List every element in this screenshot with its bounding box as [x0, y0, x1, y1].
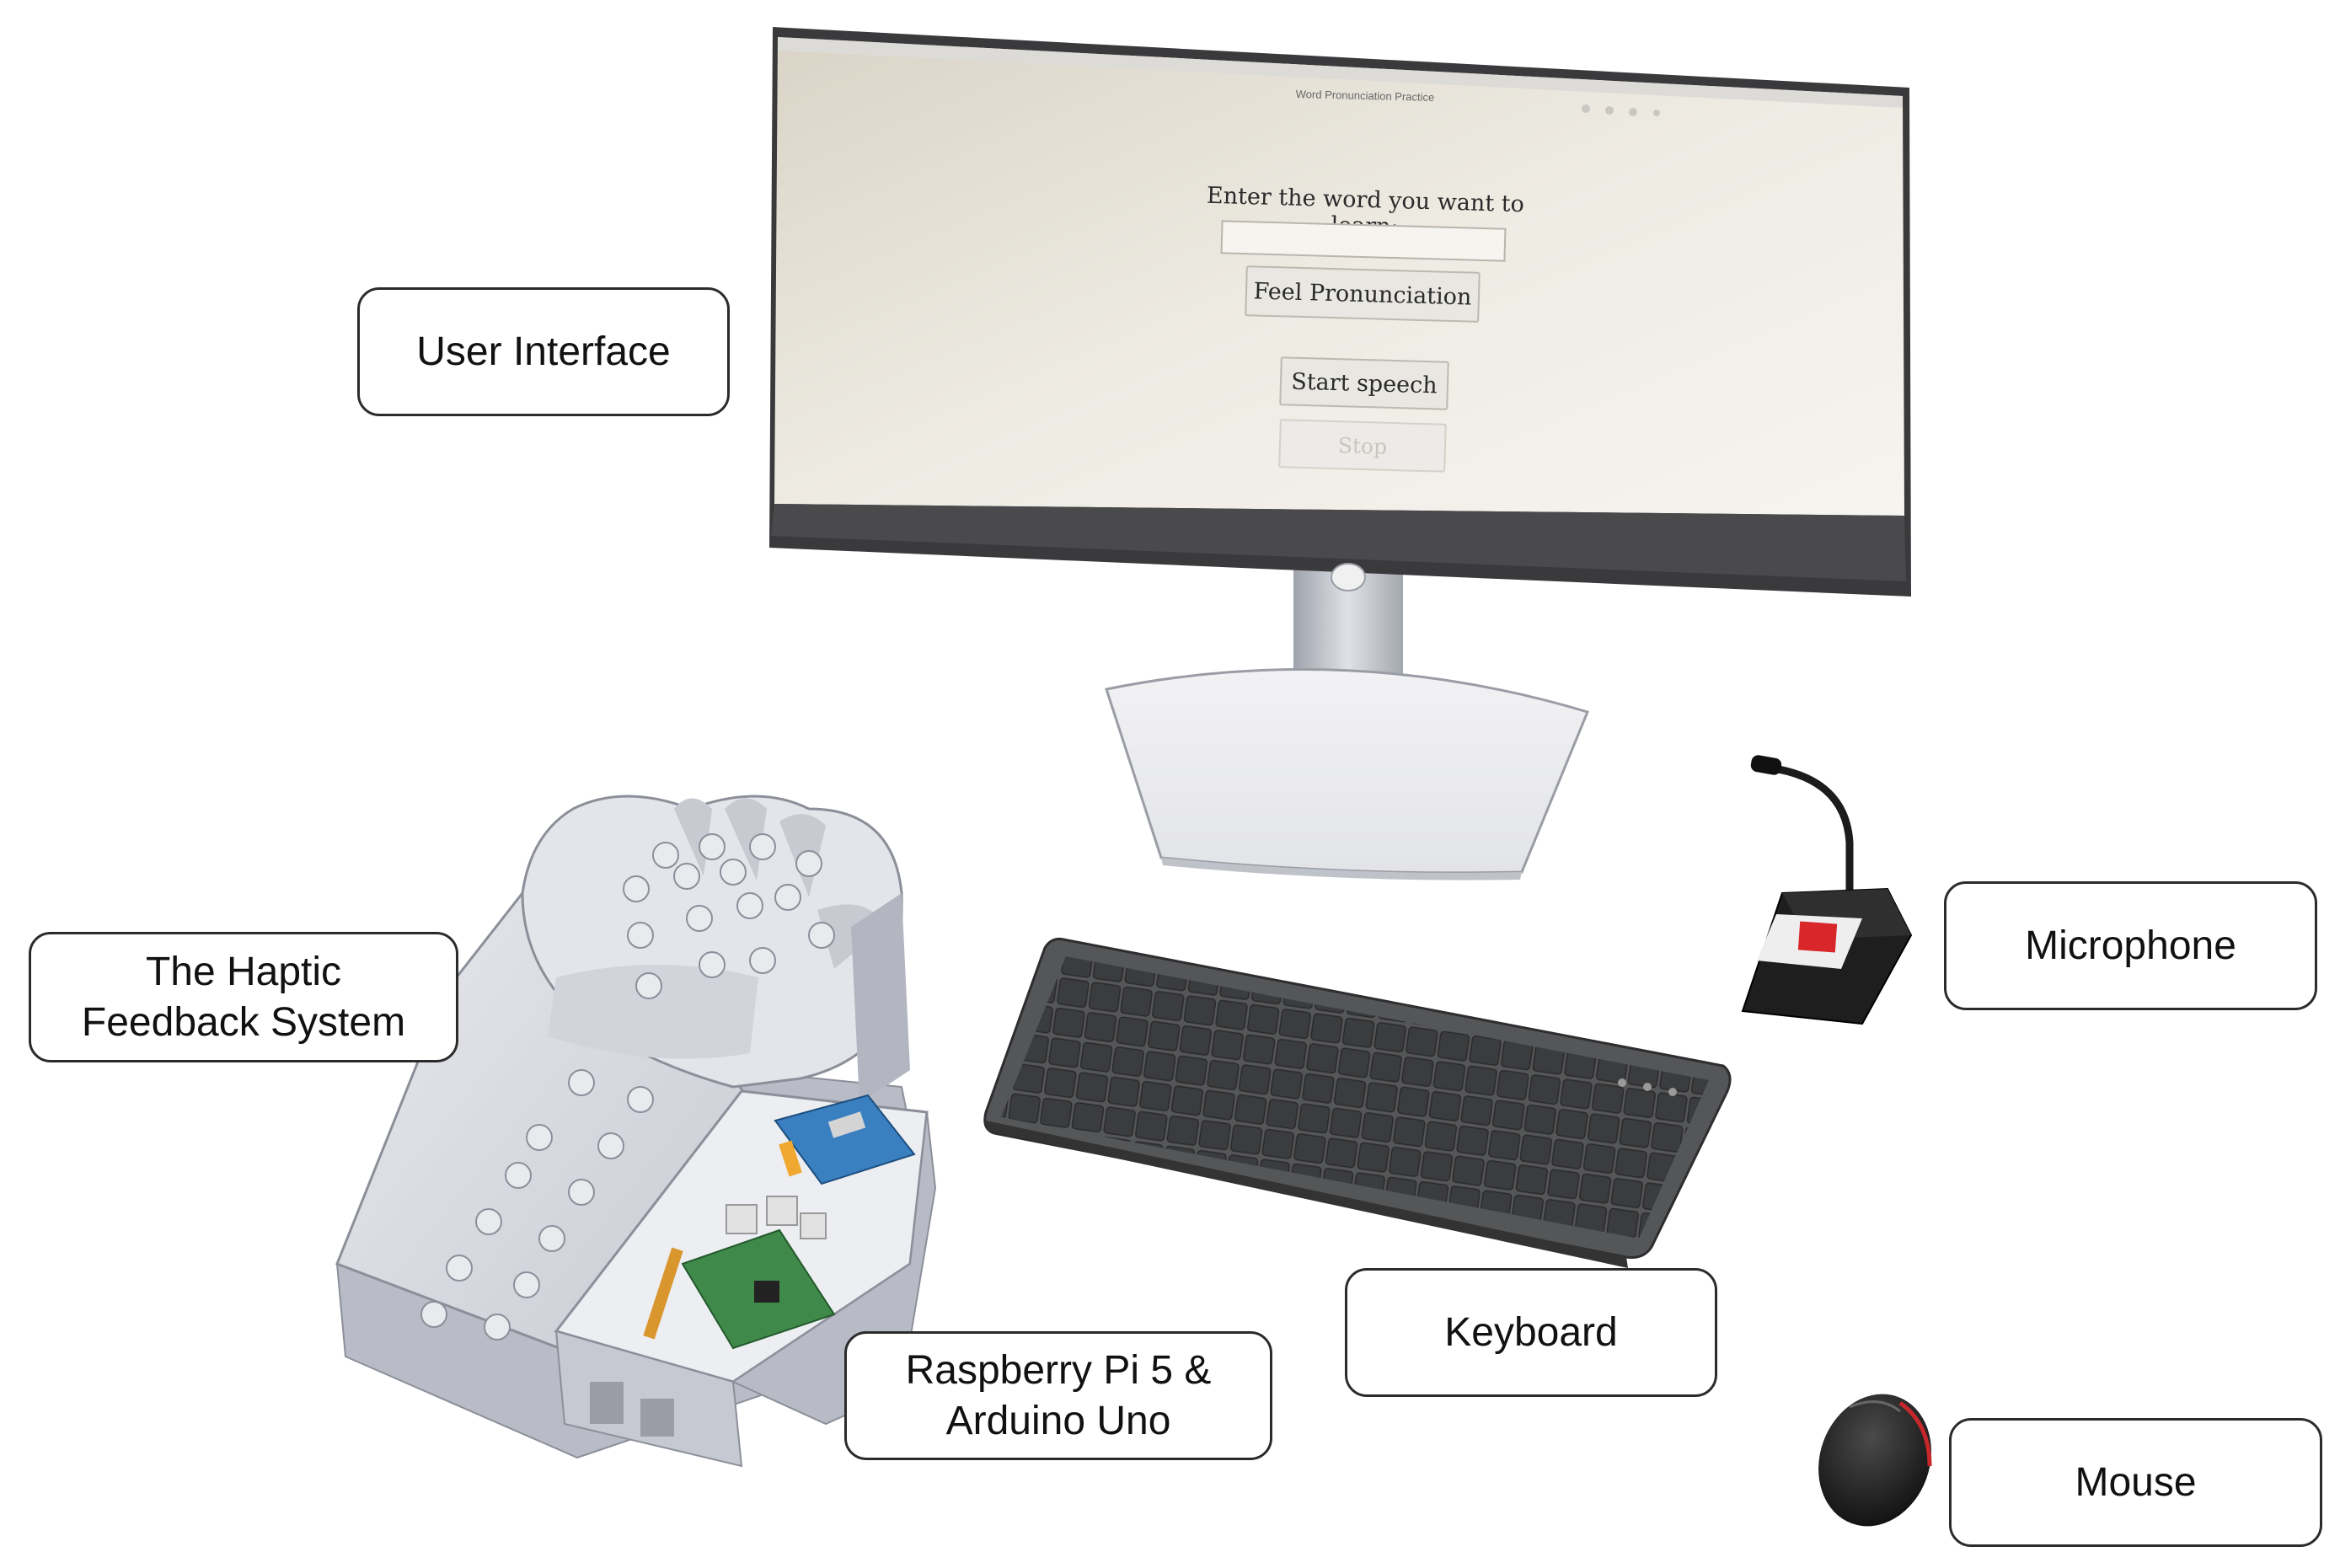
label-keyboard: Keyboard — [1345, 1268, 1717, 1397]
label-haptic-feedback-system: The Haptic Feedback System — [29, 932, 458, 1062]
label-user-interface: User Interface — [357, 287, 730, 416]
label-mouse-text: Mouse — [2075, 1459, 2197, 1505]
start-speech-button[interactable]: Start speech — [1279, 356, 1449, 410]
raspberry-pi-board — [643, 1196, 836, 1350]
arduino-uno-board — [774, 1094, 916, 1185]
feel-pronunciation-button[interactable]: Feel Pronunciation — [1245, 265, 1481, 323]
mouse-device — [1818, 1394, 1932, 1527]
label-microphone: Microphone — [1944, 881, 2317, 1010]
label-haptic-line1: The Haptic — [145, 949, 342, 994]
keyboard-device — [983, 938, 1732, 1268]
label-user-interface-text: User Interface — [416, 329, 671, 374]
label-pi-line2: Arduino Uno — [945, 1398, 1171, 1443]
label-haptic-line2: Feedback System — [81, 999, 406, 1045]
label-keyboard-text: Keyboard — [1444, 1309, 1618, 1355]
label-raspberry-pi-arduino: Raspberry Pi 5 & Arduino Uno — [844, 1331, 1272, 1460]
label-mouse: Mouse — [1949, 1418, 2322, 1547]
haptic-actuators — [420, 833, 835, 1341]
stop-button[interactable]: Stop — [1278, 419, 1447, 473]
monitor — [769, 27, 1911, 880]
microphone-device — [1741, 755, 1913, 1025]
label-pi-line1: Raspberry Pi 5 & — [905, 1347, 1212, 1393]
label-microphone-text: Microphone — [2025, 923, 2236, 968]
monitor-base — [1105, 667, 1590, 875]
